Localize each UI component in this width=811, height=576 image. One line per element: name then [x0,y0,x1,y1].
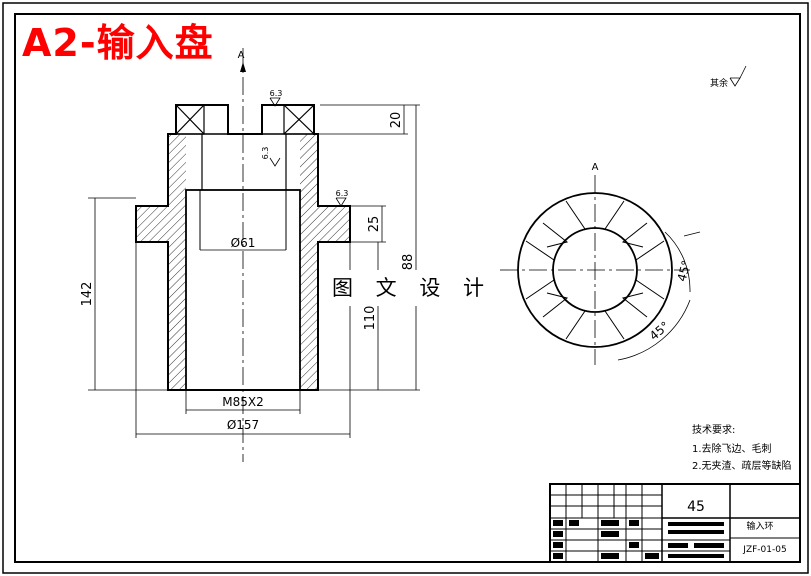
roughness-rest-label: 其余 [710,77,728,89]
drawing-title: A2-输入盘 [22,21,214,65]
dim-inner-diameter: Ø61 [231,236,256,250]
tech-req-heading: 技术要求: [692,423,735,436]
watermark: 图 文 设 计 [332,270,484,306]
title-block-quantity: 45 [687,499,705,515]
tech-req-item-2: 2.无夹渣、疏层等缺陷 [692,459,792,472]
title-block-drawing-no: JZF-01-05 [742,545,786,555]
dim-height-20: 20 [389,112,404,129]
section-hatch [136,134,350,390]
section-mark-side: A [592,162,599,173]
dim-height-25: 25 [367,216,382,233]
title-block [549,483,801,563]
title-block-part-name: 输入环 [746,520,773,532]
roughness-flange: 6.3 [336,189,349,198]
dim-height-right: 88 [401,254,416,271]
dim-outer-diameter: Ø157 [227,418,259,432]
dim-thread: M85X2 [222,395,263,409]
dim-height-total: 142 [80,282,95,307]
side-view [500,175,701,365]
angle-label-1: 45° [675,259,694,283]
tech-req-item-1: 1.去除飞边、毛刺 [692,442,772,455]
dim-height-110: 110 [363,306,378,331]
top-lugs [175,104,315,135]
section-mark-front: A [238,50,245,61]
inner-border [14,13,801,563]
roughness-top: 6.3 [270,89,283,98]
roughness-left: 6.3 [261,147,270,160]
